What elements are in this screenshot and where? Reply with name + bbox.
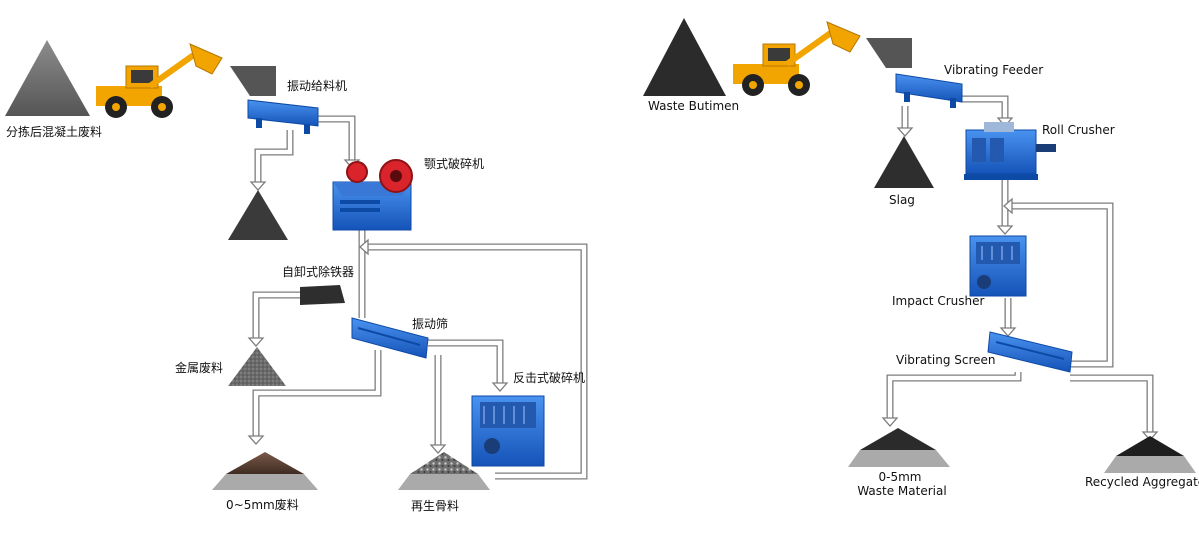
recycled-aggregate-pile-icon — [398, 452, 490, 490]
flow-arrow-icon — [996, 225, 1014, 235]
vibrating-feeder-icon — [895, 73, 963, 108]
raw-material-pile-icon — [5, 40, 90, 116]
impact-crusher-icon — [471, 395, 545, 467]
right-fine-size-label: 0-5mm — [878, 470, 922, 484]
wheel-loader-icon — [733, 21, 861, 96]
left-iron-remover-label: 自卸式除铁器 — [282, 265, 355, 279]
flow-arrow-icon — [896, 127, 914, 137]
flow-arrow-icon — [429, 444, 447, 454]
right-feeder-label: Vibrating Feeder — [944, 63, 1044, 77]
left-impact-crusher-label: 反击式破碎机 — [513, 371, 586, 385]
reject-pile-icon — [228, 190, 288, 240]
flow-arrow-icon — [999, 327, 1017, 337]
vibrating-screen-icon — [987, 331, 1073, 373]
flow-arrow-icon — [359, 238, 369, 256]
left-feeder-label: 振动给料机 — [287, 79, 348, 93]
right-screen-label: Vibrating Screen — [896, 353, 996, 367]
fine-waste-pile-icon — [212, 452, 318, 490]
vibrating-screen-icon — [351, 317, 429, 359]
vibrating-feeder-icon — [247, 99, 319, 134]
fine-waste-pile-icon — [848, 428, 950, 467]
flow-arrow-icon — [249, 181, 267, 191]
left-raw-material-label: 分拣后混凝土废料 — [6, 125, 103, 139]
feed-hopper-icon — [866, 38, 912, 68]
flow-arrow-icon — [491, 382, 509, 392]
flow-arrow-icon — [881, 417, 899, 427]
right-flow-pipes-inner — [887, 96, 1153, 432]
right-fine-waste-label: Waste Material — [857, 484, 947, 498]
right-roll-crusher-label: Roll Crusher — [1042, 123, 1115, 137]
right-raw-material-label: Waste Butimen — [648, 99, 740, 113]
feed-hopper-icon — [230, 66, 276, 96]
raw-material-pile-icon — [643, 18, 726, 96]
slag-pile-icon — [874, 136, 934, 188]
roll-crusher-icon — [964, 122, 1056, 180]
flow-arrow-icon — [1003, 197, 1013, 215]
metal-waste-pile-icon — [228, 347, 286, 386]
right-slag-label: Slag — [889, 193, 915, 207]
wheel-loader-icon — [96, 43, 223, 118]
left-recycled-label: 再生骨料 — [411, 499, 460, 513]
flow-arrow-icon — [247, 435, 265, 445]
left-jaw-crusher-label: 颚式破碎机 — [424, 157, 485, 171]
jaw-crusher-icon — [332, 159, 413, 231]
right-recycled-label: Recycled Aggregate — [1085, 475, 1199, 489]
impact-crusher-icon — [969, 235, 1027, 297]
left-flow-pipes-inner — [253, 116, 587, 479]
flow-arrow-icon — [247, 337, 265, 347]
left-fine-waste-label: 0~5mm废料 — [226, 498, 299, 512]
recycled-aggregate-pile-icon — [1104, 436, 1196, 473]
left-screen-label: 振动筛 — [412, 317, 449, 331]
iron-remover-icon — [300, 285, 345, 305]
right-impact-crusher-label: Impact Crusher — [892, 294, 985, 308]
left-metal-waste-label: 金属废料 — [175, 361, 224, 375]
